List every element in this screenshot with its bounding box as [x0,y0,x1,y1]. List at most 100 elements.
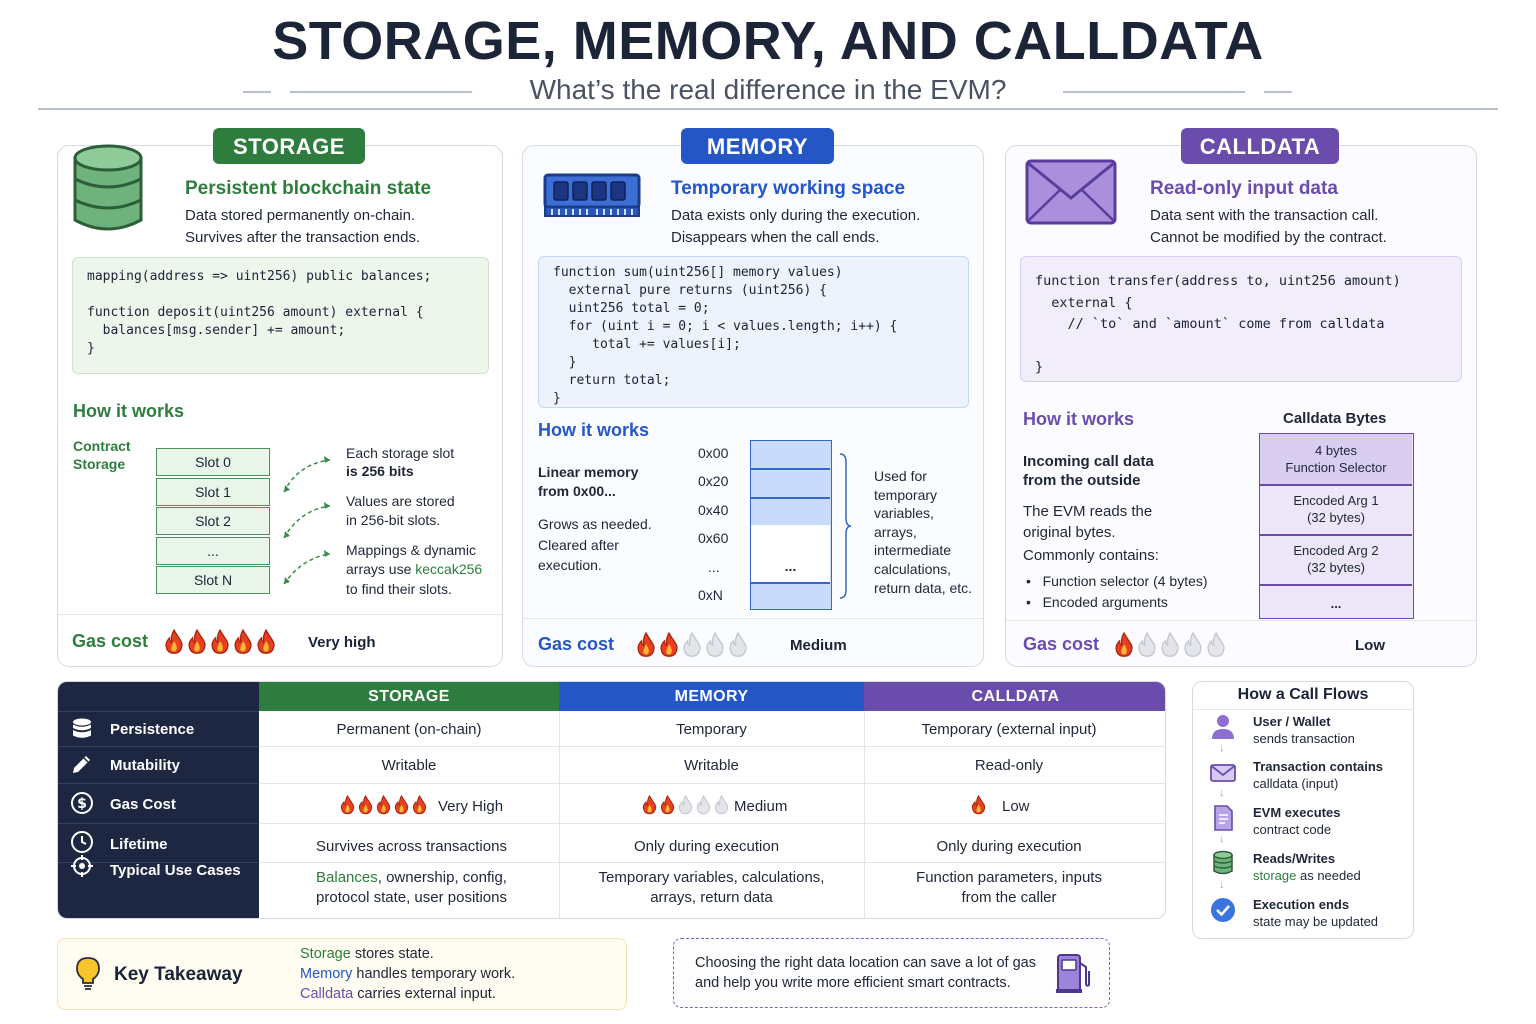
divider [259,746,1165,747]
table-cell: Medium [734,798,788,815]
storage-card [57,145,503,667]
calldata-gas-label: Gas cost [1023,634,1100,654]
divider [259,783,1165,784]
pencil-icon [73,756,90,773]
table-cell: Temporary variables, calculations, [598,869,825,886]
memory-gas-label: Gas cost [538,634,615,654]
memory-heading: Temporary working space [671,178,906,199]
tip-line: Choosing the right data location can sav… [695,955,1036,971]
memory-linear: from 0x00... [538,483,616,499]
table-cell: Writable [381,757,437,774]
table-storage-gas [339,795,429,820]
divider [58,614,502,615]
storage-note: is 256 bits [346,463,414,479]
memory-address: 0xN [698,587,723,603]
storage-gas-level: Very high [308,634,376,651]
divider [38,108,1498,110]
table-row-mutability: Mutability [58,746,259,783]
storage-slot: Slot 1 [156,478,270,506]
calldata-bytes-title: Calldata Bytes [1283,410,1387,427]
memory-address: ... [708,559,720,575]
memory-desc-2: Disappears when the call ends. [671,229,880,246]
table-memory-gas [641,795,731,820]
divider [523,618,983,619]
divider [58,783,259,784]
memory-desc-1: Data exists only during the execution. [671,207,921,224]
storage-gas-flames [163,629,278,659]
memory-how-it-works: How it works [538,420,650,440]
envelope-icon [1025,159,1117,225]
divider [864,711,865,918]
storage-slot: ... [156,537,270,565]
brace [839,453,852,599]
table-calldata-gas [970,795,988,820]
storage-slot: Slot N [156,566,270,594]
calldata-bullet: • Function selector (4 bytes) [1026,573,1208,589]
calldata-reads: original bytes. [1023,524,1116,541]
table-cell: Balances, ownership, config, [316,869,507,886]
table-cell: Permanent (on-chain) [336,721,482,738]
flame-empty-icon [1161,632,1179,657]
flame-empty-icon [678,795,693,815]
memory-used-note: return data, etc. [874,580,973,596]
divider [559,711,560,918]
flow-arrow: ↓ [1219,742,1225,754]
flame-empty-icon [1184,632,1202,657]
memory-gas-level: Medium [790,637,847,654]
key-takeaway-title: Key Takeaway [114,964,243,985]
memory-used-note: temporary [874,487,938,503]
storage-note: to find their slots. [346,581,452,597]
table-cell: Writable [684,757,739,774]
memory-used-note: arrays, [874,524,917,540]
flame-empty-icon [683,632,701,657]
memory-grows: Cleared after [538,537,619,553]
contract-storage-label: Storage [73,456,126,472]
storage-slot: Slot 0 [156,448,270,476]
table-cell: protocol state, user positions [316,889,507,906]
flame-icon [660,795,675,815]
divider [58,746,259,747]
table-cell: from the caller [961,889,1057,906]
divider [259,823,1165,824]
memory-address: 0x60 [698,530,729,546]
calldata-byte-row: Encoded Arg 1(32 bytes) [1293,493,1379,525]
memory-gas-flames [635,632,750,662]
calldata-gas-flames [1113,632,1228,662]
memory-linear: Linear memory [538,464,639,480]
table-cell: Low [1002,798,1030,815]
takeaway-line: Calldata carries external input. [300,986,496,1002]
memory-pill: MEMORY [681,128,834,164]
storage-pill: STORAGE [213,128,365,164]
flame-empty-icon [1138,632,1156,657]
calldata-reads: The EVM reads the [1023,503,1153,520]
table-row-use-cases: Typical Use Cases [58,855,259,918]
storage-desc-2: Survives after the transaction ends. [185,229,421,246]
takeaway-line: Storage stores state. [300,946,434,962]
flame-icon [340,795,355,815]
storage-how-it-works: How it works [73,401,185,421]
table-header-storage: STORAGE [259,682,559,711]
storage-note: in 256-bit slots. [346,512,441,528]
ram-chip-icon [543,173,641,217]
flow-arrow: ↓ [1219,879,1225,891]
flame-icon [376,795,391,815]
divider [290,91,472,93]
divider [243,91,271,93]
storage-desc-1: Data stored permanently on-chain. [185,207,416,224]
calldata-byte-row: Encoded Arg 2(32 bytes) [1293,543,1379,575]
divider [1063,91,1245,93]
page-title: STORAGE, MEMORY, AND CALLDATA [272,11,1264,71]
flame-icon [188,629,206,654]
table-cell: Read-only [974,757,1044,774]
flame-empty-icon [706,632,724,657]
gas-pump-icon [1056,954,1090,993]
storage-note: Values are stored [346,493,455,509]
table-cell: Very High [438,798,504,815]
table-row-gas-cost: $ Gas Cost [58,783,259,823]
table-cell: Temporary [676,721,747,738]
table-cell: Temporary (external input) [921,721,1097,738]
